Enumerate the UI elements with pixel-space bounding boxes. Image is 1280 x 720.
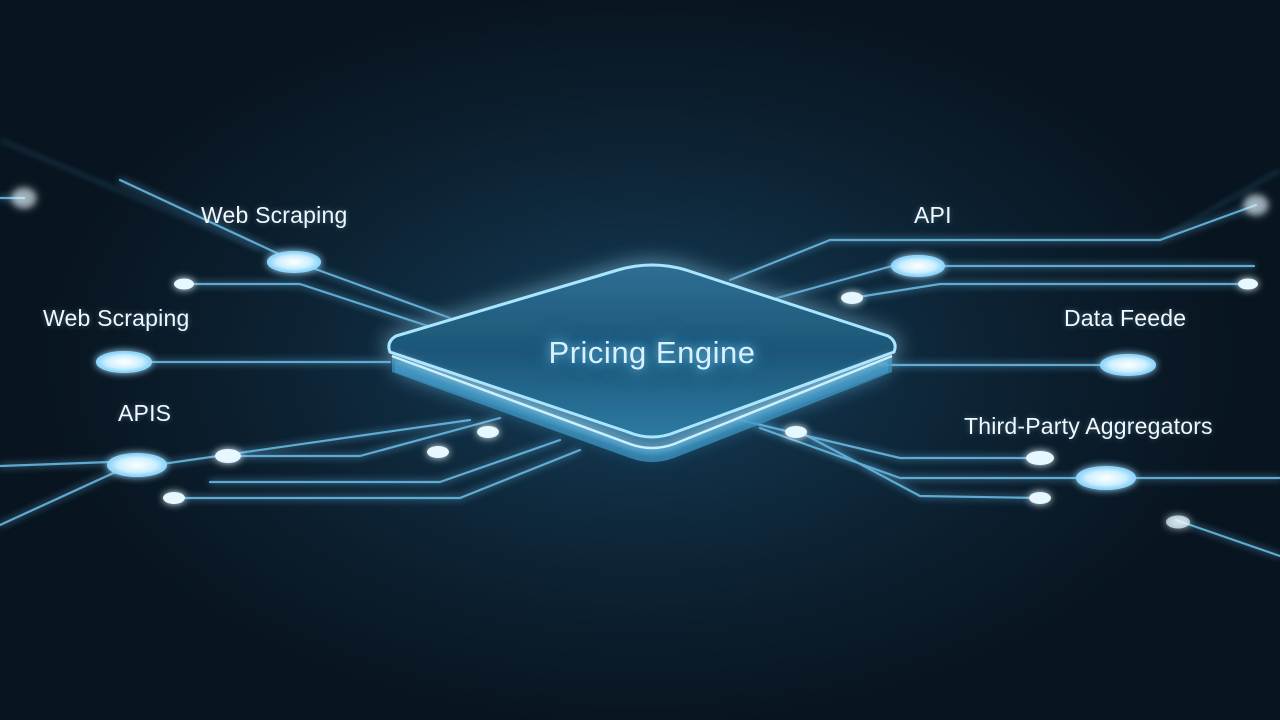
- circuit-nodes: [96, 251, 1156, 490]
- trace-right-3: [850, 282, 1250, 300]
- trace-right-7: [798, 430, 1042, 500]
- trace-right-6: [758, 426, 1280, 480]
- circuit-traces: [0, 178, 1280, 558]
- node-dot: [1026, 451, 1054, 465]
- node-dot: [1238, 278, 1258, 290]
- pricing-engine-block: [387, 263, 897, 462]
- background-streaks: [0, 139, 1280, 251]
- node-dot: [1029, 492, 1051, 504]
- node-pill: [891, 255, 945, 277]
- node-dot: [174, 278, 194, 290]
- node-dot: [785, 426, 807, 438]
- trace-left-5: [0, 460, 112, 468]
- node-dot: [427, 446, 449, 458]
- node-dot: [841, 292, 863, 304]
- node-dot: [12, 188, 36, 208]
- node-dot: [1166, 515, 1190, 529]
- trace-left-2: [178, 282, 442, 332]
- source-label-third-party-aggregators: Third-Party Aggregators: [964, 413, 1213, 439]
- trace-left-8: [208, 438, 562, 484]
- node-pill: [1076, 466, 1136, 490]
- circuit-dots: [12, 188, 1268, 529]
- source-label-data-feeds: Data Feede: [1064, 305, 1187, 331]
- node-dot: [1244, 195, 1268, 215]
- trace-right-2: [768, 264, 1256, 302]
- source-label-apis: APIS: [118, 400, 172, 426]
- trace-left-9: [172, 448, 582, 500]
- source-label-web-scraping: Web Scraping: [43, 305, 190, 331]
- node-pill: [267, 251, 321, 273]
- trace-left-7: [226, 416, 502, 458]
- trace-right-1: [728, 203, 1258, 282]
- trace-right-8: [1174, 518, 1280, 558]
- source-label-web-scraping-top: Web Scraping: [201, 202, 348, 228]
- source-label-api: API: [914, 202, 952, 228]
- node-pill: [96, 351, 152, 373]
- pricing-engine-title: Pricing Engine: [548, 335, 756, 370]
- node-pill: [1100, 354, 1156, 376]
- node-dot: [215, 449, 241, 463]
- node-dot: [163, 492, 185, 504]
- trace-left-1: [118, 178, 452, 320]
- node-dot: [477, 426, 499, 438]
- trace-left-6: [0, 418, 472, 527]
- node-pill: [107, 453, 167, 477]
